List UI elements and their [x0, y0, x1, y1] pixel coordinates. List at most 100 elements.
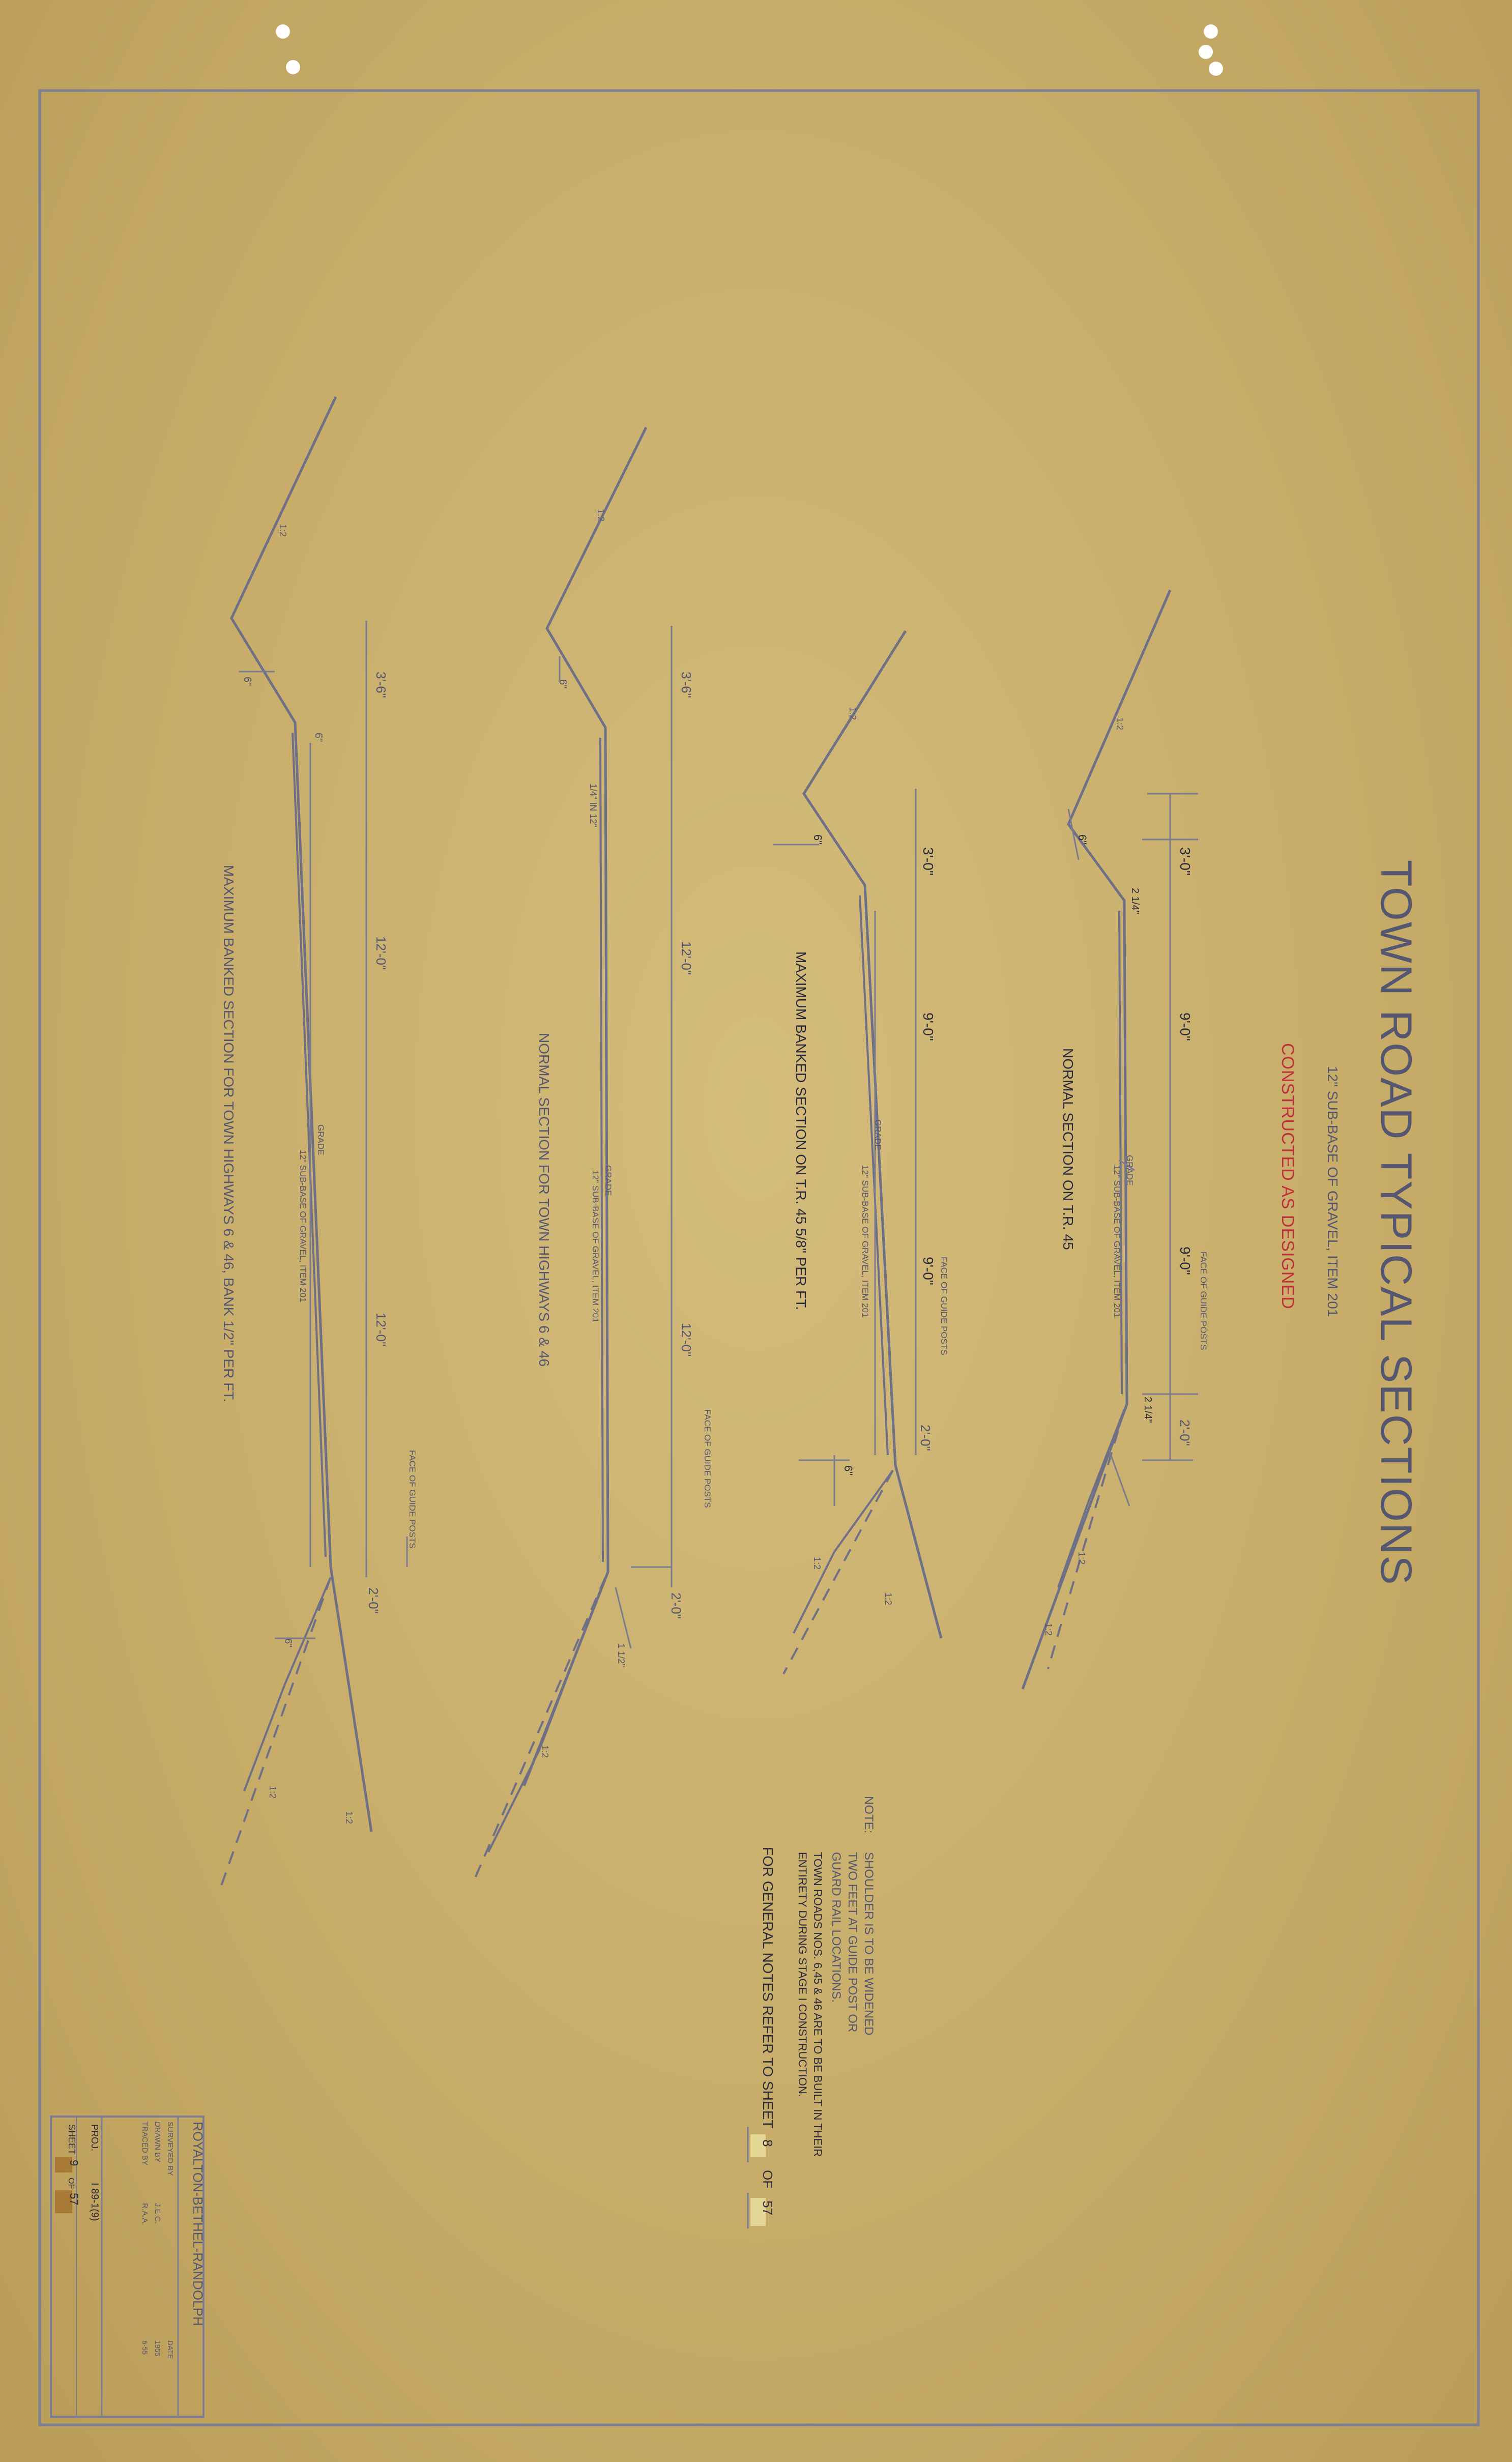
grade-label-s2: GRADE [873, 1119, 883, 1150]
dim-s3-lane-left: 12'-0" [679, 941, 694, 975]
depth-s2-a: 6" [811, 834, 824, 845]
date-2: 6-55 [141, 2340, 149, 2355]
dim-s2-widen: 2'-0" [918, 1425, 933, 1451]
slope-s2-b: 1:2 [883, 1592, 893, 1605]
general-notes-sheet: 8 [760, 2139, 775, 2147]
surveyed-by: SURVEYED BY [166, 2122, 175, 2176]
drawing-title: TOWN ROAD TYPICAL SECTIONS [1372, 860, 1420, 1586]
section-normal-tr45 [1021, 590, 1198, 1690]
guide-label-s2: FACE OF GUIDE POSTS [939, 1257, 949, 1355]
depth-s1-c: 2 1/4" [1142, 1397, 1153, 1423]
binder-hole-right-2 [1199, 45, 1213, 59]
traced-initials: R.A.A. [140, 2203, 149, 2225]
note-line-4: TOWN ROADS NOS. 6,45 & 46 ARE TO BE BUIL… [811, 1852, 824, 2157]
traced-by: TRACED BY [140, 2122, 149, 2165]
depth-s4-a: 6" [242, 677, 253, 686]
total-ref-highlight [750, 2198, 766, 2226]
drawn-initials: J.E.C. [153, 2203, 162, 2224]
date-label: DATE [166, 2340, 175, 2359]
date-1: 1955 [154, 2340, 162, 2356]
depth-s1-a: 6" [1076, 834, 1089, 845]
depth-s4-c: 6" [282, 1638, 294, 1647]
slope-s3-a: 1:2 [596, 509, 606, 522]
general-notes-total: 57 [760, 2200, 775, 2215]
dim-s4-lane-right: 12'-0" [373, 1313, 389, 1346]
caption-s1: NORMAL SECTION ON T.R. 45 [1060, 1048, 1076, 1250]
dim-s2-shoulder: 3'-0" [920, 847, 936, 876]
dim-s2-lane-right: 9'-0" [920, 1257, 936, 1285]
drawn-by: DRAWN BY [153, 2122, 162, 2162]
binder-hole-left [276, 24, 290, 39]
dim-s4-shoulder: 3'-6" [373, 672, 389, 698]
subbase-label-s2: 12" SUB-BASE OF GRAVEL, ITEM 201 [860, 1165, 870, 1318]
depth-s3-b: 1/4" IN 12" [588, 784, 598, 827]
dim-s1-lane-right: 9'-0" [1177, 1247, 1193, 1275]
project-name: ROYALTON-BETHEL-RANDOLPH [190, 2122, 206, 2326]
dim-s3-lane-right: 12'-0" [679, 1323, 694, 1356]
depth-s4-b: 6" [313, 733, 324, 742]
slope-s1-a: 1:2 [1115, 717, 1125, 730]
subbase-label-s4: 12" SUB-BASE OF GRAVEL, ITEM 201 [298, 1150, 308, 1302]
note-line-5: ENTIRETY DURING STAGE I CONSTRUCTION. [796, 1852, 809, 2097]
slope-s4-a: 1:2 [278, 524, 288, 537]
general-notes-ref: FOR GENERAL NOTES REFER TO SHEET [760, 1847, 776, 2128]
dim-s2-lane-left: 9'-0" [920, 1012, 936, 1041]
status-stamp: CONSTRUCTED AS DESIGNED [1278, 1043, 1297, 1310]
depth-s3-c: 1 1/2" [616, 1643, 626, 1667]
notes-block: NOTE: SHOULDER IS TO BE WIDENED TWO FEET… [747, 1796, 876, 2228]
slope-s1-b: 1:2 [1077, 1552, 1087, 1565]
dim-s4-widen: 2'-0" [366, 1587, 381, 1614]
section-banked-tr45 [773, 630, 943, 1674]
section-banked-th-6-46 [218, 396, 408, 1893]
title-block: ROYALTON-BETHEL-RANDOLPH SURVEYED BY DRA… [50, 2116, 206, 2418]
slope-s3-b: 1:2 [540, 1745, 550, 1758]
caption-s2: MAXIMUM BANKED SECTION ON T.R. 45 5/8" P… [793, 951, 809, 1310]
caption-s4: MAXIMUM BANKED SECTION FOR TOWN HIGHWAYS… [221, 865, 237, 1402]
dim-s1-shoulder: 3'-0" [1177, 847, 1193, 876]
sheet-ref-highlight [750, 2134, 766, 2157]
dim-s4-lane-left: 12'-0" [373, 936, 389, 970]
slope-s2-c: 1:2 [812, 1557, 822, 1570]
sheet-total: 57 [68, 2193, 80, 2205]
sheet-number-stamp [55, 2157, 72, 2173]
dim-s3-shoulder: 3'-6" [679, 672, 694, 698]
section-normal-th-6-46 [472, 426, 673, 1883]
caption-s3: NORMAL SECTION FOR TOWN HIGHWAYS 6 & 46 [536, 1033, 552, 1367]
slope-s2-a: 1:2 [848, 707, 858, 720]
guide-label-s1: FACE OF GUIDE POSTS [1199, 1252, 1208, 1350]
proj-label: PROJ. [90, 2124, 100, 2151]
depth-s3-a: 6" [557, 679, 568, 688]
dim-s3-widen: 2'-0" [668, 1592, 684, 1619]
sheet-label: SHEET [67, 2124, 77, 2155]
depth-s2-b: 6" [842, 1465, 855, 1475]
note-label: NOTE: [862, 1796, 876, 1833]
sheet-number: 9 [68, 2160, 80, 2166]
binder-hole-right [1204, 24, 1218, 39]
grade-label-s1: GRADE [1125, 1155, 1135, 1185]
general-notes-of: OF [760, 2170, 775, 2188]
depth-s1-b: 2 1/4" [1129, 888, 1141, 914]
note-line-2: TWO FEET AT GUIDE POST OR [846, 1852, 859, 2032]
dim-s1-widen: 2'-0" [1177, 1420, 1193, 1446]
drawing-subtitle: 12" SUB-BASE OF GRAVEL, ITEM 201 [1325, 1066, 1341, 1317]
binder-hole-right-3 [1209, 62, 1223, 76]
subbase-label-s3: 12" SUB-BASE OF GRAVEL, ITEM 201 [591, 1170, 600, 1323]
slope-s1-c: 1:2 [1043, 1623, 1054, 1636]
grade-label-s3: GRADE [603, 1165, 613, 1196]
sheet-total-stamp [55, 2190, 72, 2213]
subbase-label-s1: 12" SUB-BASE OF GRAVEL, ITEM 201 [1112, 1165, 1122, 1318]
sheet-of: OF [67, 2178, 75, 2189]
proj-value: I 89-1(9) [89, 2183, 100, 2221]
dim-s1-lane-left: 9'-0" [1177, 1012, 1193, 1041]
guide-label-s4: FACE OF GUIDE POSTS [408, 1450, 417, 1549]
note-line-1: SHOULDER IS TO BE WIDENED [862, 1852, 876, 2036]
sheet-border [38, 89, 1480, 2426]
binder-hole-left-2 [286, 60, 300, 74]
note-line-3: GUARD RAIL LOCATIONS. [829, 1852, 843, 2003]
slope-s4-b: 1:2 [344, 1811, 354, 1824]
guide-label-s3: FACE OF GUIDE POSTS [703, 1409, 712, 1508]
grade-label-s4: GRADE [316, 1124, 326, 1155]
slope-s4-c: 1:2 [268, 1786, 278, 1799]
